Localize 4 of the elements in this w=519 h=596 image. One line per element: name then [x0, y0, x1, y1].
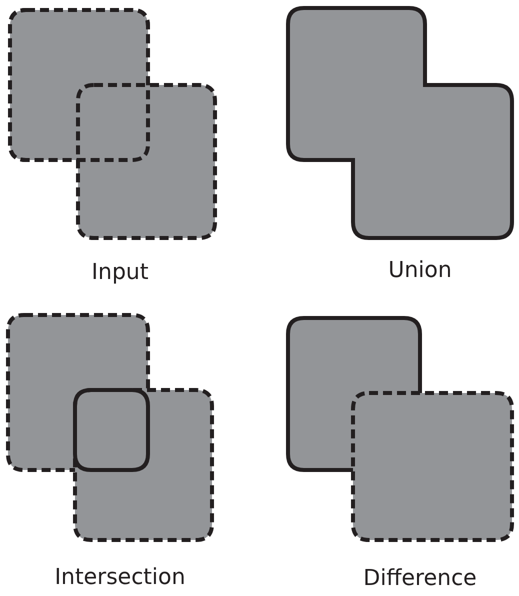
caption-label: Input: [92, 260, 148, 286]
caption-label: Union: [388, 258, 452, 284]
caption-label: Intersection: [54, 565, 186, 591]
caption-label: Difference: [363, 566, 477, 592]
